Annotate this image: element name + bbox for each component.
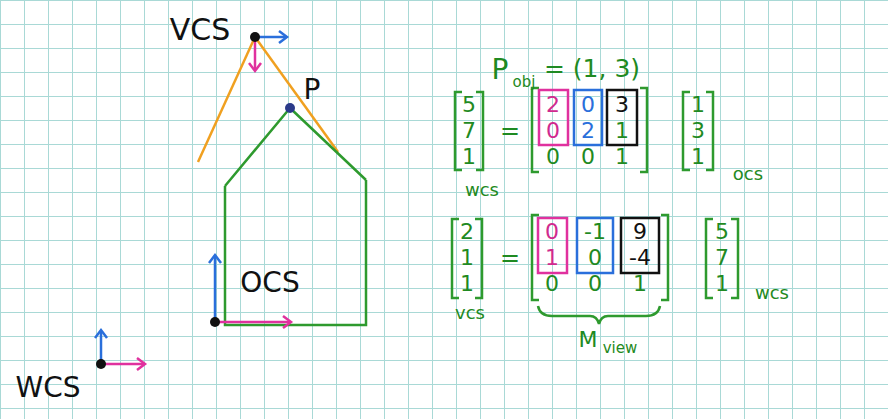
- matrix-entry: 3: [691, 120, 705, 142]
- matrix-entry: 1: [633, 273, 647, 295]
- matrix-brackets: [455, 88, 713, 172]
- subscript: vcs: [455, 304, 485, 322]
- axis-x: [101, 363, 144, 366]
- point-dot: [285, 103, 295, 113]
- bracket: [683, 92, 690, 170]
- matrix-entry: 0: [546, 120, 560, 142]
- arrowhead: [249, 63, 261, 71]
- equals-sign: =: [500, 246, 520, 270]
- arrowhead: [95, 330, 107, 338]
- matrix-entry: 0: [588, 273, 602, 295]
- matrix-entry: -1: [584, 221, 606, 243]
- matrix-entry: 0: [546, 146, 560, 168]
- arrowhead: [209, 255, 221, 263]
- subscript: view: [603, 341, 638, 356]
- column-box: [577, 218, 613, 273]
- matrix-entry: 1: [460, 273, 474, 295]
- column-box: [539, 90, 568, 145]
- frame-name: WCS: [15, 374, 80, 402]
- bracket: [661, 215, 668, 300]
- axis-x: [215, 321, 290, 324]
- column-box: [574, 90, 602, 145]
- equals-sign: =: [500, 119, 520, 143]
- bracket: [475, 219, 482, 298]
- bracket: [706, 219, 713, 298]
- matrix-entry: 5: [462, 94, 476, 116]
- house-roof: [225, 108, 366, 186]
- origin-dot: [250, 32, 260, 42]
- subscript: wcs: [755, 284, 789, 302]
- matrix-entry: 0: [581, 94, 595, 116]
- bracket: [476, 92, 483, 170]
- subscript: obj: [513, 75, 536, 90]
- house-walls: [225, 180, 366, 325]
- matrix-entry: 2: [581, 120, 595, 142]
- bracket: [455, 92, 462, 170]
- arrowhead: [137, 358, 145, 370]
- origin-dot: [210, 317, 220, 327]
- bracket: [452, 219, 459, 298]
- column-box: [607, 90, 637, 145]
- matrix-entry: 1: [715, 273, 729, 295]
- arrowhead: [279, 31, 287, 43]
- point-name: P: [304, 76, 321, 104]
- point-name: P: [492, 56, 509, 84]
- matrix-entry: -4: [629, 247, 651, 269]
- matrix-brackets: [452, 215, 738, 324]
- equation-text: = (1, 3): [544, 56, 640, 81]
- matrix-entry: 0: [545, 221, 559, 243]
- column-box: [621, 218, 659, 273]
- matrix-entry: 2: [460, 221, 474, 243]
- bracket: [706, 92, 713, 170]
- matrix-entry: 1: [545, 247, 559, 269]
- bracket: [640, 88, 647, 172]
- matrix-entry: 7: [462, 120, 476, 142]
- column-box: [538, 218, 567, 273]
- arrowhead: [283, 316, 291, 328]
- frame-name: VCS: [170, 15, 231, 45]
- matrix-name: M: [579, 329, 598, 351]
- matrix-entry: 0: [581, 146, 595, 168]
- bracket: [731, 219, 738, 298]
- matrix-entry: 1: [691, 146, 705, 168]
- matrix-entry: 1: [460, 247, 474, 269]
- matrix-entry: 2: [546, 94, 560, 116]
- origin-dot: [96, 359, 106, 369]
- axis-y: [214, 256, 217, 322]
- matrix-entry: 7: [715, 247, 729, 269]
- matrix-entry: 3: [615, 94, 629, 116]
- frustum-line: [198, 37, 255, 162]
- matrix-entry: 1: [615, 146, 629, 168]
- matrix-entry: 1: [462, 146, 476, 168]
- matrix-entry: 0: [545, 273, 559, 295]
- matrix-entry: 0: [588, 247, 602, 269]
- subscript: ocs: [733, 165, 763, 183]
- matrix-entry: 1: [615, 120, 629, 142]
- matrix-entry: 5: [715, 221, 729, 243]
- matrix-entry: 9: [633, 221, 647, 243]
- frame-name: OCS: [240, 269, 299, 297]
- underbrace: [538, 306, 660, 324]
- matrix-entry: 1: [691, 94, 705, 116]
- subscript: wcs: [465, 181, 499, 199]
